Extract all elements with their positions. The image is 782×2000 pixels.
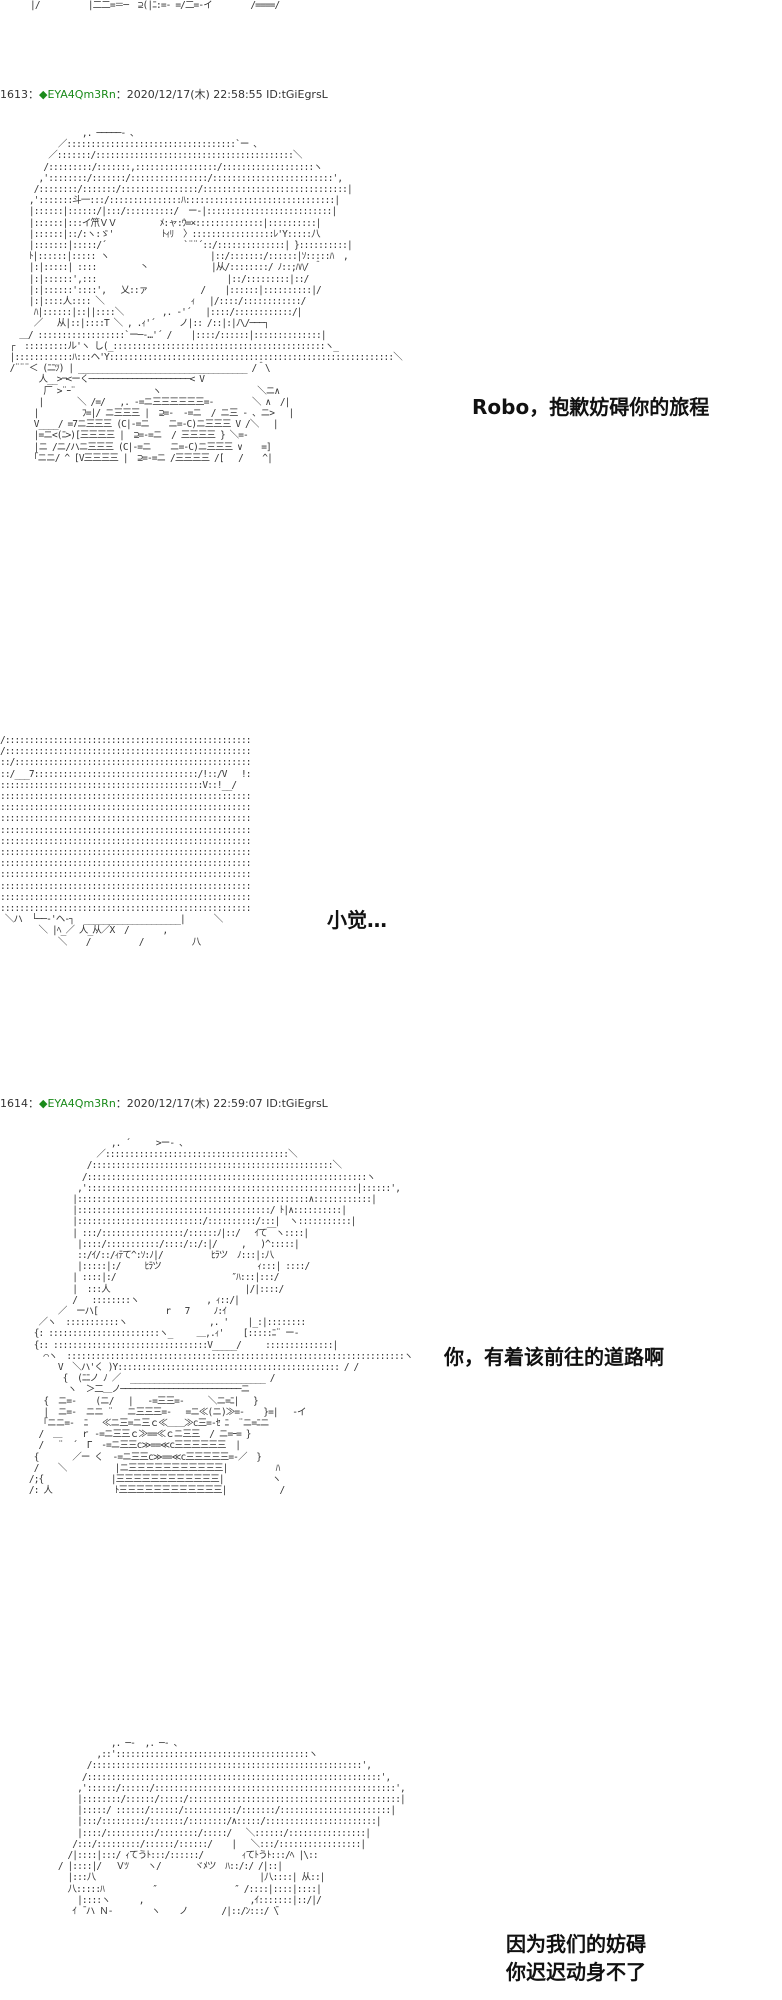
ascii-art-robo: ,. ─────- ､ ／:::::::::::::::::::::::::::…: [9, 128, 403, 464]
post-number: 1614: [0, 1097, 28, 1110]
ascii-art-satori-speaking: ,. ´￣￣￣>ー- 、 ／::::::::::::::::::::::::::…: [28, 1138, 413, 1497]
post-separator: ：: [28, 88, 39, 101]
ascii-art-satori-smile: ,. ─- ,. ─- 、 ,::'::::::::::::::::::::::…: [57, 1738, 406, 1918]
caption-hindrance-line2: 你迟迟动身不了: [506, 1960, 646, 1984]
post-meta: ：2020/12/17(木) 22:58:55 ID:tGiEgrsL: [115, 88, 328, 101]
post-header-1614: 1614：◆EYA4Qm3Rn：2020/12/17(木) 22:59:07 I…: [0, 1096, 328, 1112]
trip-diamond-icon: ◆: [39, 88, 48, 101]
art-fragment-top: |/ |二二=＝─ ⊇(|ﾆ:=- =/二=-イ /====/: [30, 0, 280, 11]
caption-robo-apology: Robo，抱歉妨碍你的旅程: [472, 395, 710, 419]
post-meta: ：2020/12/17(木) 22:59:07 ID:tGiEgrsL: [115, 1097, 328, 1110]
caption-satori-call: 小觉…: [327, 908, 387, 932]
post-header-1613: 1613：◆EYA4Qm3Rn：2020/12/17(木) 22:58:55 I…: [0, 87, 328, 103]
post-number: 1613: [0, 88, 28, 101]
trip-diamond-icon: ◆: [39, 1097, 48, 1110]
ascii-art-satori-closeup: /:::::::::::::::::::::::::::::::::::::::…: [0, 735, 250, 948]
caption-hindrance-line1: 因为我们的妨碍: [506, 1932, 646, 1956]
post-tripcode[interactable]: EYA4Qm3Rn: [47, 1097, 116, 1110]
post-tripcode[interactable]: EYA4Qm3Rn: [47, 88, 116, 101]
post-separator: ：: [28, 1097, 39, 1110]
caption-path-ahead: 你，有着该前往的道路啊: [444, 1345, 664, 1369]
